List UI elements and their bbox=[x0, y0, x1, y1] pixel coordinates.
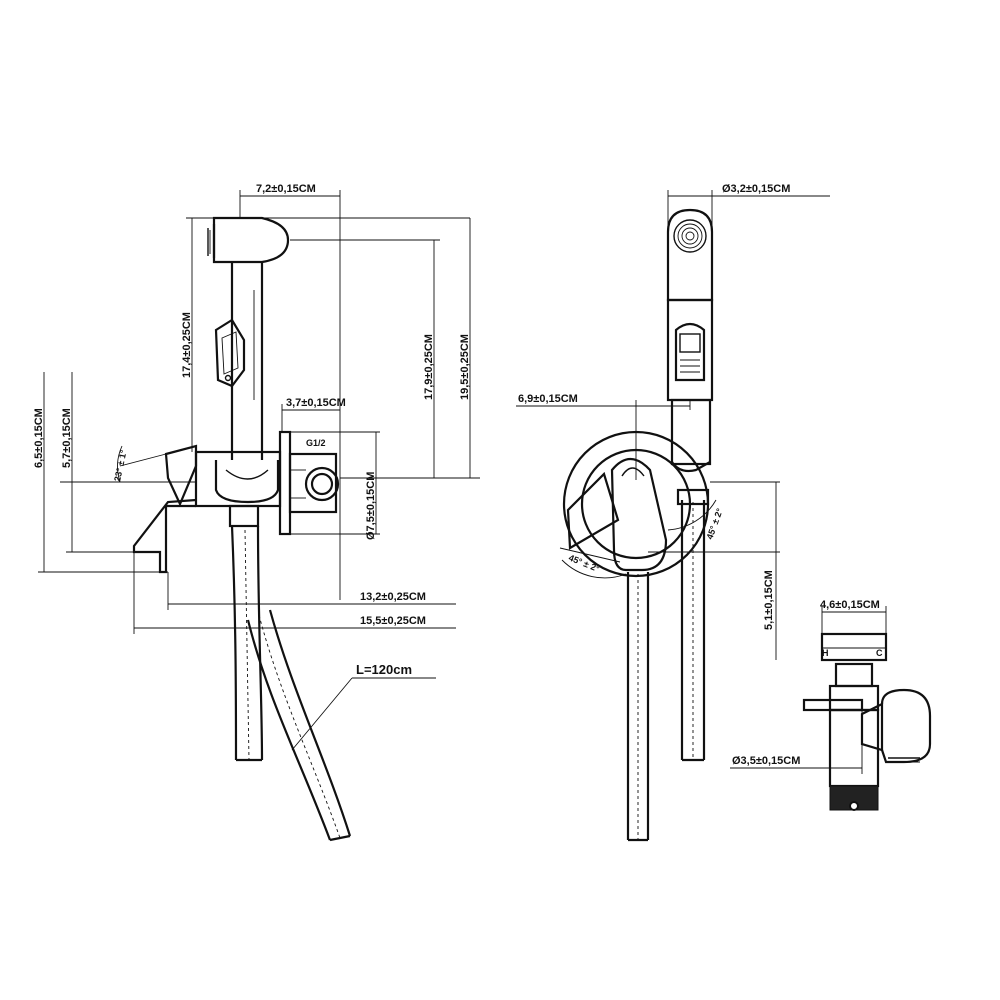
label-front-lever-angle: 23° ± 1° bbox=[112, 448, 129, 482]
hose-front bbox=[230, 525, 352, 842]
spray-head-side bbox=[666, 208, 714, 473]
side-view bbox=[516, 190, 830, 842]
label-front-flange-diameter: Ø7,5±0,15CM bbox=[365, 472, 377, 540]
label-side-offset: 6,9±0,15CM bbox=[518, 393, 578, 405]
dimension-lines-side bbox=[516, 190, 830, 660]
spray-head-front bbox=[207, 216, 290, 460]
label-hose-length: L=120cm bbox=[356, 662, 412, 677]
label-front-lever-height-inner: 5,7±0,15CM bbox=[61, 408, 73, 468]
label-side-head-diameter: Ø3,2±0,15CM bbox=[722, 183, 790, 195]
label-front-lever-height: 6,5±0,15CM bbox=[33, 408, 45, 468]
hose-side bbox=[626, 488, 710, 842]
label-front-depth-1: 13,2±0,25CM bbox=[360, 591, 426, 603]
label-side-angle-left: 45° ± 2° bbox=[567, 553, 601, 574]
label-detail-c: C bbox=[876, 648, 883, 658]
label-thread: G1/2 bbox=[306, 438, 326, 448]
label-detail-diameter: Ø3,5±0,15CM bbox=[732, 755, 800, 767]
detail-view bbox=[730, 606, 932, 811]
label-front-height-mid: 17,9±0,25CM bbox=[423, 334, 435, 400]
label-detail-h: H bbox=[822, 648, 829, 658]
label-front-depth-2: 15,5±0,25CM bbox=[360, 615, 426, 627]
dimension-lines-front bbox=[38, 190, 480, 751]
flange-front bbox=[278, 430, 340, 536]
label-detail-width: 4,6±0,15CM bbox=[820, 599, 880, 611]
front-view bbox=[38, 190, 480, 842]
label-front-height-total: 19,5±0,25CM bbox=[459, 334, 471, 400]
label-front-top-width: 7,2±0,15CM bbox=[256, 183, 316, 195]
dimension-labels: 7,2±0,15CM 17,4±0,25CM 17,9±0,25CM 19,5±… bbox=[33, 183, 883, 767]
label-front-holder-width: 3,7±0,15CM bbox=[286, 397, 346, 409]
label-side-height: 5,1±0,15CM bbox=[763, 570, 775, 630]
label-front-height-spray: 17,4±0,25CM bbox=[181, 312, 193, 378]
